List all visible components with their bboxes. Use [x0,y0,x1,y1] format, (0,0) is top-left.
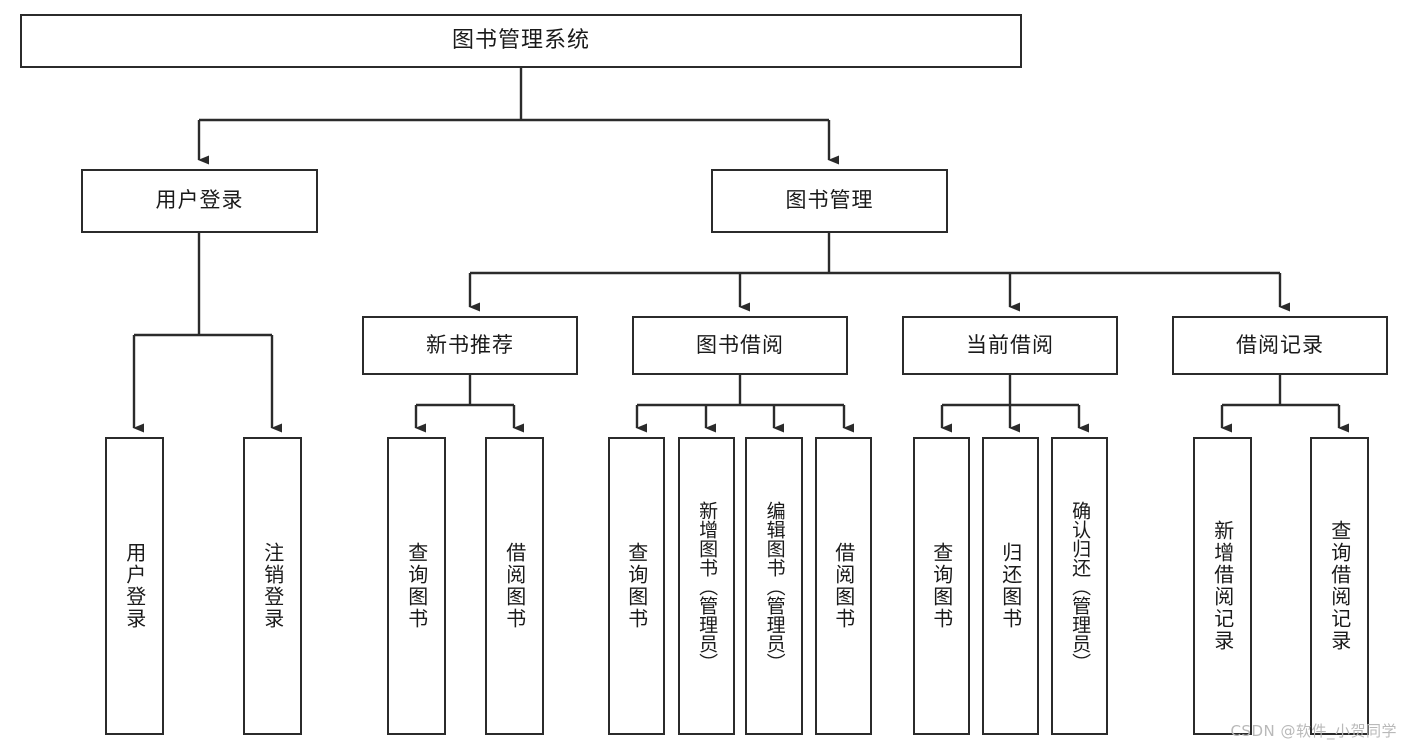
node-label: 借阅图书 [831,542,856,630]
leaf-book-borrow-edit[interactable]: 编辑图书（管理员） [745,437,803,735]
node-label: 查询图书 [929,542,954,630]
leaf-new-book-borrow[interactable]: 借阅图书 [485,437,544,735]
leaf-user-login-login[interactable]: 用户登录 [105,437,164,735]
node-label: 查询图书 [624,542,649,630]
leaf-current-borrow-query[interactable]: 查询图书 [913,437,970,735]
node-label: 注销登录 [260,542,285,630]
node-label: 当前借阅 [966,332,1054,357]
node-user-login[interactable]: 用户登录 [81,169,318,233]
node-new-book-recommend[interactable]: 新书推荐 [362,316,578,375]
node-label: 借阅记录 [1236,332,1324,357]
leaf-book-borrow-add[interactable]: 新增图书（管理员） [678,437,735,735]
node-label: 用户登录 [155,188,244,213]
node-label: 图书管理系统 [451,27,590,53]
node-root-system[interactable]: 图书管理系统 [20,14,1022,68]
node-label: 用户登录 [122,542,147,630]
node-book-borrow[interactable]: 图书借阅 [632,316,848,375]
leaf-borrow-record-add[interactable]: 新增借阅记录 [1193,437,1252,735]
node-book-management[interactable]: 图书管理 [711,169,948,233]
node-label: 新增图书（管理员） [696,500,719,672]
node-label: 借阅图书 [502,542,527,630]
node-borrow-record[interactable]: 借阅记录 [1172,316,1388,375]
csdn-watermark: CSDN @软件_小贺同学 [1230,722,1397,740]
leaf-current-borrow-confirm-return[interactable]: 确认归还（管理员） [1051,437,1108,735]
node-current-borrow[interactable]: 当前借阅 [902,316,1118,375]
node-label: 新增借阅记录 [1210,520,1235,652]
leaf-new-book-query[interactable]: 查询图书 [387,437,446,735]
leaf-current-borrow-return[interactable]: 归还图书 [982,437,1039,735]
node-label: 图书管理 [785,188,874,213]
node-label: 编辑图书（管理员） [763,500,786,672]
leaf-book-borrow-borrow[interactable]: 借阅图书 [815,437,872,735]
node-label: 确认归还（管理员） [1069,500,1092,672]
node-label: 图书借阅 [696,332,784,357]
leaf-user-login-logout[interactable]: 注销登录 [243,437,302,735]
node-label: 新书推荐 [426,332,514,357]
node-label: 归还图书 [998,542,1023,630]
node-label: 查询图书 [404,542,429,630]
leaf-book-borrow-query[interactable]: 查询图书 [608,437,665,735]
leaf-borrow-record-query[interactable]: 查询借阅记录 [1310,437,1369,735]
node-label: 查询借阅记录 [1327,520,1352,652]
